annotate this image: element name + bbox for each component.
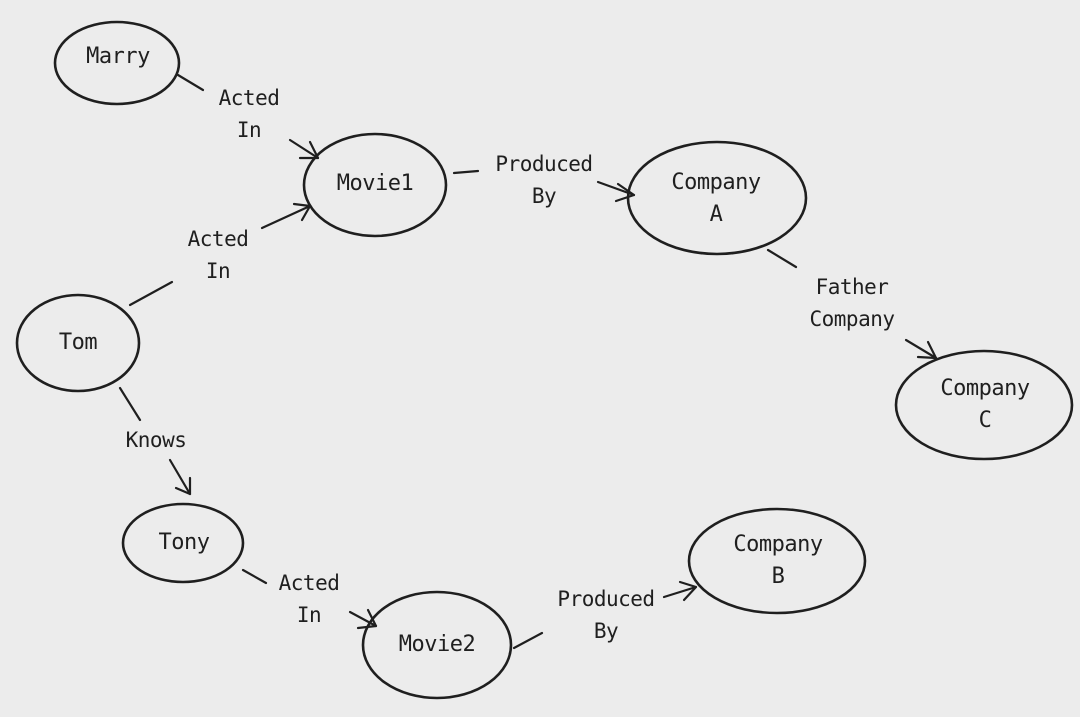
node-company-c-line-2: C: [978, 408, 992, 433]
edge-label-companyA-companyC-line-1: Father: [815, 275, 889, 299]
node-companyB-shape: [687, 507, 867, 615]
edge-marry-movie1-end: [288, 138, 320, 160]
edge-tony-movie2-end: [348, 610, 378, 628]
edge-companyA-companyC-start: [766, 248, 798, 269]
edge-tom-movie1-start: [128, 280, 174, 307]
edge-tom-tony-start: [118, 386, 142, 422]
edge-label-movie2-companyB: Produced By: [557, 583, 655, 647]
edge-label-marry-movie1-line-2: In: [236, 118, 262, 142]
edge-companyA-companyC-arrow: [916, 340, 938, 360]
edge-movie2-companyB-arrow: [678, 580, 698, 602]
edge-label-marry-movie1: Acted In: [219, 82, 280, 146]
edge-label-tom-tony-line-1: Knows: [125, 428, 187, 452]
edge-label-tony-movie2: Acted In: [279, 567, 340, 631]
node-marry-line-1: Marry: [86, 44, 150, 69]
edge-label-companyA-companyC-line-2: Company: [809, 307, 895, 331]
node-company-b-line-1: Company: [733, 532, 823, 557]
node-tom-line-1: Tom: [58, 330, 98, 355]
node-company-c-line-1: Company: [940, 376, 1030, 401]
node-company-b-line-2: B: [771, 564, 785, 589]
node-company-a-line-2: A: [709, 202, 723, 227]
edge-label-movie1-companyA-line-1: Produced: [495, 152, 593, 176]
edge-tom-tony-arrow: [174, 476, 192, 496]
node-movie2: Movie2: [398, 629, 476, 661]
edge-label-tom-movie1: Acted In: [188, 223, 249, 287]
edge-tom-tony-end: [168, 458, 192, 496]
node-company-c: Company C: [940, 373, 1030, 437]
edge-label-tom-tony: Knows: [126, 424, 187, 456]
edge-movie1-companyA-start: [452, 169, 480, 175]
node-marry-shape: [53, 20, 181, 106]
node-tony: Tony: [159, 527, 210, 559]
node-movie2-shape: [361, 590, 513, 700]
node-companyC-shape: [894, 349, 1074, 461]
edge-label-marry-movie1-line-1: Acted: [218, 86, 280, 110]
edge-movie2-companyB-start: [512, 631, 544, 650]
node-tony-shape: [121, 502, 245, 584]
edge-marry-movie1-start: [176, 73, 205, 92]
node-marry: Marry: [86, 41, 150, 73]
edge-label-tony-movie2-line-1: Acted: [278, 571, 340, 595]
edge-movie1-companyA-arrow: [614, 182, 636, 203]
node-company-b: Company B: [733, 529, 823, 593]
node-tom-shape: [15, 293, 141, 393]
node-movie1-shape: [302, 132, 448, 238]
edge-label-movie1-companyA-line-2: By: [531, 184, 557, 208]
edge-tom-movie1-arrow: [292, 202, 312, 222]
edge-movie2-companyB-end: [662, 585, 698, 599]
edge-label-companyA-companyC: Father Company: [809, 271, 895, 335]
edge-label-tom-movie1-line-2: In: [205, 259, 231, 283]
edge-label-tony-movie2-line-2: In: [296, 603, 322, 627]
node-tony-line-1: Tony: [158, 530, 210, 555]
edge-movie1-companyA-end: [596, 180, 636, 197]
node-company-a-line-1: Company: [671, 170, 761, 195]
node-company-a: Company A: [671, 167, 761, 231]
edge-label-tom-movie1-line-1: Acted: [187, 227, 249, 251]
node-movie1: Movie1: [336, 168, 414, 200]
edge-label-movie1-companyA: Produced By: [495, 148, 593, 212]
node-tom: Tom: [58, 327, 98, 359]
edge-marry-movie1-arrow: [298, 140, 320, 160]
edge-companyA-companyC-end: [904, 338, 938, 360]
edge-label-movie2-companyB-line-2: By: [593, 619, 619, 643]
edge-label-movie2-companyB-line-1: Produced: [557, 587, 655, 611]
edge-tony-movie2-start: [241, 568, 268, 585]
edge-tony-movie2-arrow: [356, 608, 378, 630]
node-movie1-line-1: Movie1: [336, 171, 414, 196]
edge-tom-movie1-end: [260, 204, 312, 230]
node-movie2-line-1: Movie2: [398, 632, 476, 657]
